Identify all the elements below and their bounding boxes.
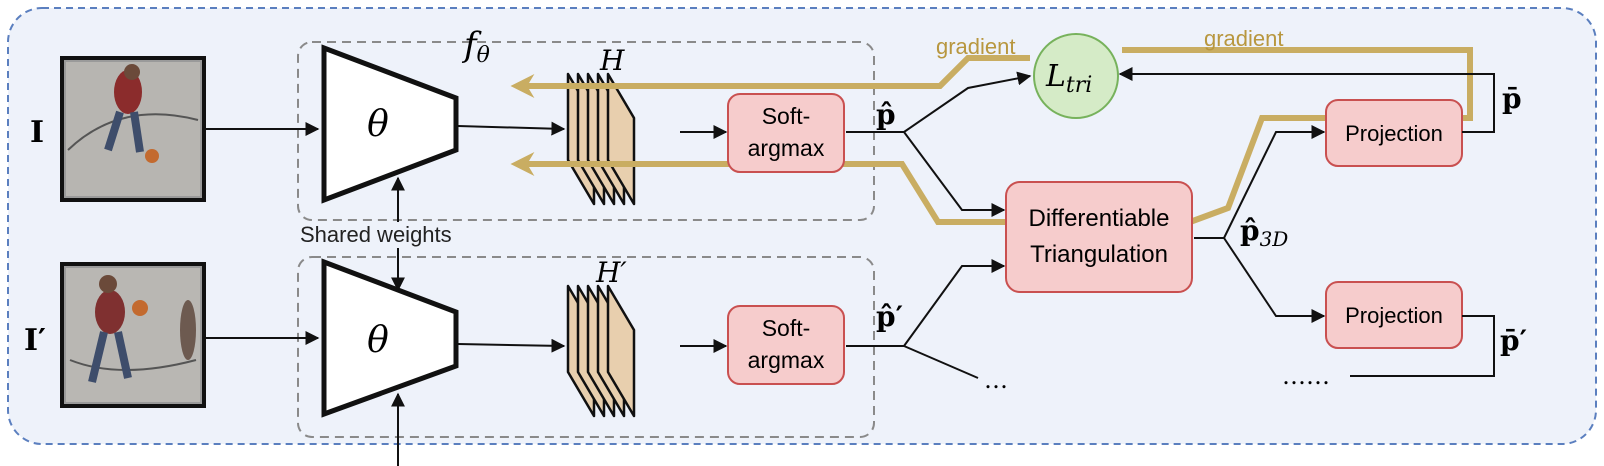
arrow-phat-to-loss [903,71,1032,133]
loss-label: Ltri [1045,59,1092,98]
shared-weights-bg [296,222,492,248]
heatmap-layer [606,72,636,206]
triangulation-label-line1: Differentiable [1029,205,1170,232]
softargmax-label-2-line2: argmax [748,347,825,373]
p3d-label-sub: 3D [1260,227,1289,251]
network-label-sub: θ [477,43,490,68]
arrow-encoder2-to-heatmap [457,338,566,353]
arrow-p3d-to-projection1 [1223,125,1326,239]
ellipsis-1: … [984,366,1008,394]
p-hat-prime-label: p̂′ [876,300,903,333]
network-box-top [297,41,875,221]
loss-label-L: L [1045,59,1066,94]
p3d-label-p: p̂ [1240,214,1260,247]
gradient-path-from-triangulation [510,152,1008,225]
loss-circle [1033,33,1119,119]
p-bar-label: p̄ [1502,82,1522,115]
softargmax-box-2 [727,305,845,385]
projection-label-1: Projection [1345,121,1443,146]
ellipsis-2: …… [1282,362,1330,390]
gradient-label-2: gradient [1204,26,1284,51]
shared-weights-label: Shared weights [300,222,452,247]
softargmax-label-2-line1: Soft- [762,315,811,341]
p-bar-prime-label: p̄′ [1500,324,1527,357]
arrow-projection1-to-loss [1118,67,1495,133]
input-image-2 [60,262,206,408]
gradient-path-to-loss [510,55,1030,98]
triangulation-box [1005,181,1193,293]
arrow-phat-to-triangulation [903,131,1006,217]
heatmap-stack-top [566,72,636,206]
theta-label-1: θ [367,104,389,145]
gradient-label-1: gradient [936,34,1016,59]
phatprime-branch-down [903,345,979,379]
theta-label-2: θ [367,320,389,361]
p3d-label: p̂3D [1240,214,1288,251]
arrow-encoder1-to-heatmap [457,121,566,136]
arrow-p3d-to-projection2 [1223,237,1326,323]
heatmap-label-2: H′ [595,256,627,289]
projection-label-2: Projection [1345,303,1443,328]
heatmap-stack-bottom [566,284,636,418]
input-label-2: I′ [24,323,46,358]
softargmax-box-1 [727,93,845,173]
input-image-1 [60,56,206,202]
input-label-1: I [30,115,44,150]
projection2-output-line [1350,315,1495,377]
heatmap-label-1: H [599,44,625,77]
p-hat-label: p̂ [876,98,896,131]
softargmax-label-1-line2: argmax [748,135,825,161]
triangulation-label-line2: Triangulation [1030,241,1168,268]
heatmap-layer [606,284,636,418]
arrow-phatprime-to-triangulation [903,259,1006,347]
encoder-trapezoid-bottom [321,258,459,418]
loss-label-sub: tri [1066,73,1092,98]
encoder-trapezoid-top [321,44,459,204]
softargmax-label-1-line1: Soft- [762,103,811,129]
